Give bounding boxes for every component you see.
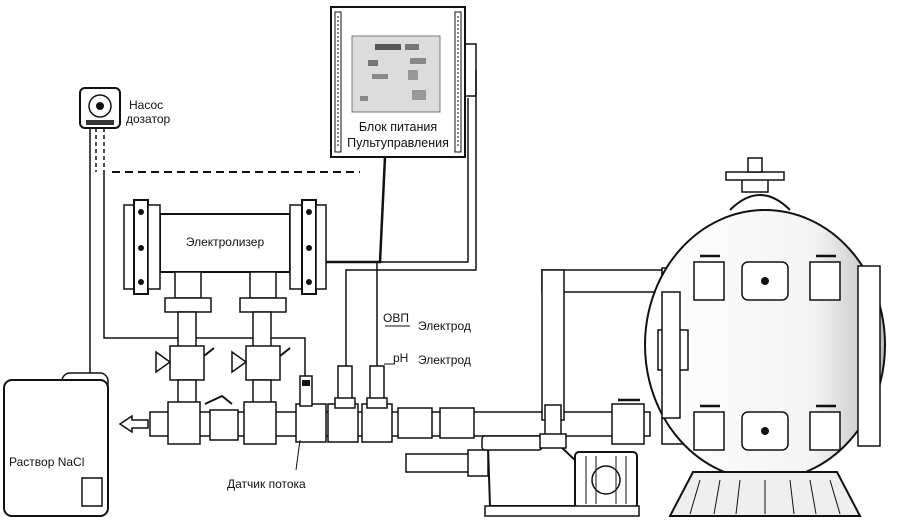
control-panel-label-1: Блок питания [359, 120, 437, 134]
flow-direction-arrow [118, 414, 149, 434]
dosing-pump: Насос дозатор [79, 87, 170, 129]
electrolyzer: Электролизер [123, 199, 327, 295]
flow-sensor-label: Датчик потока [227, 477, 306, 491]
electrolyzer-pipes [164, 271, 287, 417]
ph-label: pH [393, 351, 408, 365]
solution-tank: Раствор NaCl [3, 372, 109, 517]
electrolyzer-power-cable [325, 156, 387, 264]
control-panel: Блок питания Пультуправления [330, 6, 466, 158]
main-return-pipe [149, 394, 651, 445]
ph-electrode-cable [376, 98, 469, 368]
flow-sensor [299, 375, 313, 407]
orp-electrode [334, 365, 356, 409]
dosing-injection-line [103, 172, 306, 378]
orp-electrode-label: Электрод [418, 319, 471, 333]
orp-electrode-cable [345, 70, 477, 368]
orp-label: ОВП [383, 311, 409, 325]
control-panel-label-2: Пультуправления [347, 136, 449, 150]
solution-tank-label: Раствор NaCl [9, 455, 84, 469]
dosing-pump-label-1: Насос [129, 98, 163, 112]
circulation-pump [405, 433, 640, 517]
electrolyzer-label: Электролизер [186, 235, 265, 249]
dosing-pump-label-2: дозатор [126, 112, 170, 126]
ph-electrode [366, 365, 388, 409]
filter-valves [657, 261, 881, 451]
ph-electrode-label: Электрод [418, 353, 471, 367]
